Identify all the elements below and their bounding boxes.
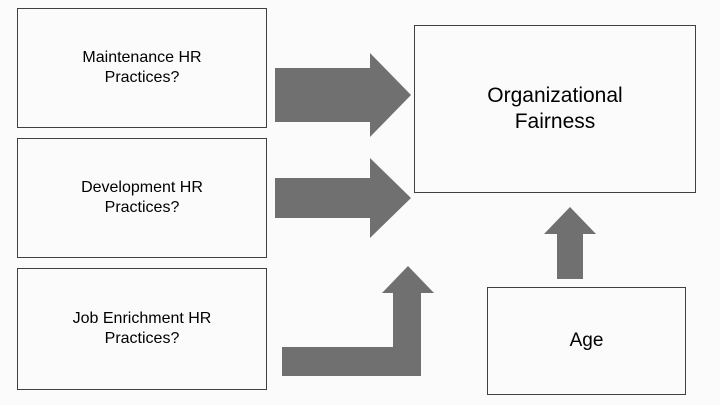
node-label: Age <box>569 330 604 352</box>
node-development-hr-practices[interactable]: Development HR Practices? <box>17 138 267 258</box>
node-label: Development HR Practices? <box>81 179 203 216</box>
node-organizational-fairness[interactable]: Organizational Fairness <box>414 25 696 193</box>
node-maintenance-hr-practices[interactable]: Maintenance HR Practices? <box>17 8 267 128</box>
node-age[interactable]: Age <box>487 287 686 395</box>
arrow-bent-up-icon-enrichment-to-fairness <box>282 266 434 376</box>
arrow-right-shape <box>275 53 411 137</box>
node-job-enrichment-hr-practices[interactable]: Job Enrichment HR Practices? <box>17 268 267 390</box>
arrow-up-icon-age-to-fairness <box>544 207 596 279</box>
arrow-right-shape <box>275 158 411 238</box>
node-label: Maintenance HR Practices? <box>82 49 202 86</box>
arrow-bent-up-shape <box>282 266 434 376</box>
arrow-right-icon-maintenance-to-fairness <box>275 53 411 137</box>
node-label: Organizational Fairness <box>487 83 623 133</box>
arrow-up-shape <box>544 207 596 279</box>
node-label: Job Enrichment HR Practices? <box>72 310 212 347</box>
arrow-right-icon-development-to-fairness <box>275 158 411 238</box>
